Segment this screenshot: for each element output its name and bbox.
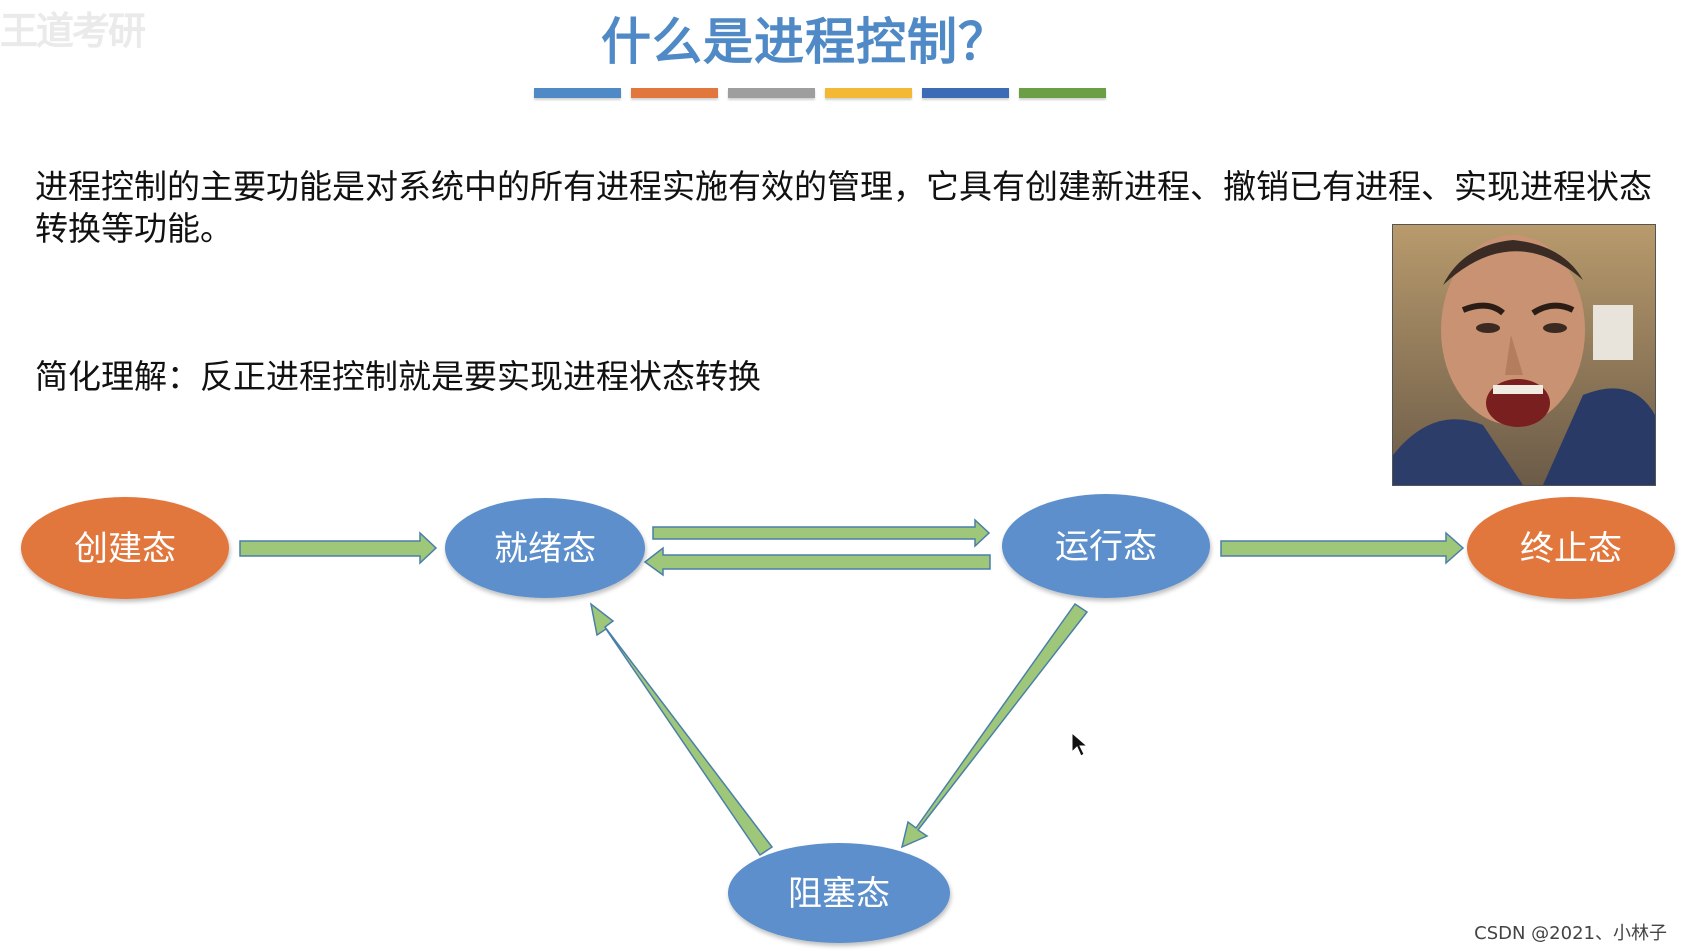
mouse-cursor-icon <box>1071 732 1089 757</box>
state-running: 运行态 <box>1002 494 1210 598</box>
state-create-shape <box>21 497 229 599</box>
color-bar <box>922 88 1009 98</box>
color-bar <box>728 88 815 98</box>
state-terminated-label: 终止态 <box>1520 529 1622 569</box>
state-blocked-shape <box>728 843 950 943</box>
footer-credit: CSDN @2021、小林子 <box>1474 923 1667 944</box>
page-title: 什么是进程控制？ <box>601 13 1009 71</box>
state-blocked: 阻塞态 <box>728 843 950 943</box>
state-ready-shape <box>445 498 645 598</box>
color-bar <box>1019 88 1106 98</box>
simplified-summary: 简化理解：反正进程控制就是要实现进程状态转换 <box>35 357 761 396</box>
arrow-running-to-terminated <box>1220 531 1465 565</box>
state-terminated-shape <box>1467 497 1675 599</box>
arrow-ready-to-running <box>652 518 991 548</box>
state-ready: 就绪态 <box>445 498 645 598</box>
arrow-blocked-to-ready <box>589 602 774 857</box>
state-create-label: 创建态 <box>74 529 176 569</box>
arrow-running-to-ready <box>643 546 991 577</box>
state-running-label: 运行态 <box>1055 527 1157 567</box>
title-color-bars <box>534 88 1106 98</box>
watermark-logo: 王道考研 <box>0 9 146 53</box>
transition-arrows <box>239 518 1465 857</box>
color-bar <box>534 88 621 98</box>
state-ready-label: 就绪态 <box>494 529 596 569</box>
color-bar <box>825 88 912 98</box>
color-bar <box>631 88 718 98</box>
state-running-shape <box>1002 494 1210 598</box>
state-blocked-label: 阻塞态 <box>788 874 890 914</box>
arrow-running-to-blocked <box>900 602 1089 849</box>
arrow-create-to-ready <box>239 531 438 565</box>
meme-photo <box>1392 224 1656 486</box>
intro-paragraph: 进程控制的主要功能是对系统中的所有进程实施有效的管理，它具有创建新进程、撤销已有… <box>35 167 1652 248</box>
state-create: 创建态 <box>21 497 229 599</box>
state-terminated: 终止态 <box>1467 497 1675 599</box>
